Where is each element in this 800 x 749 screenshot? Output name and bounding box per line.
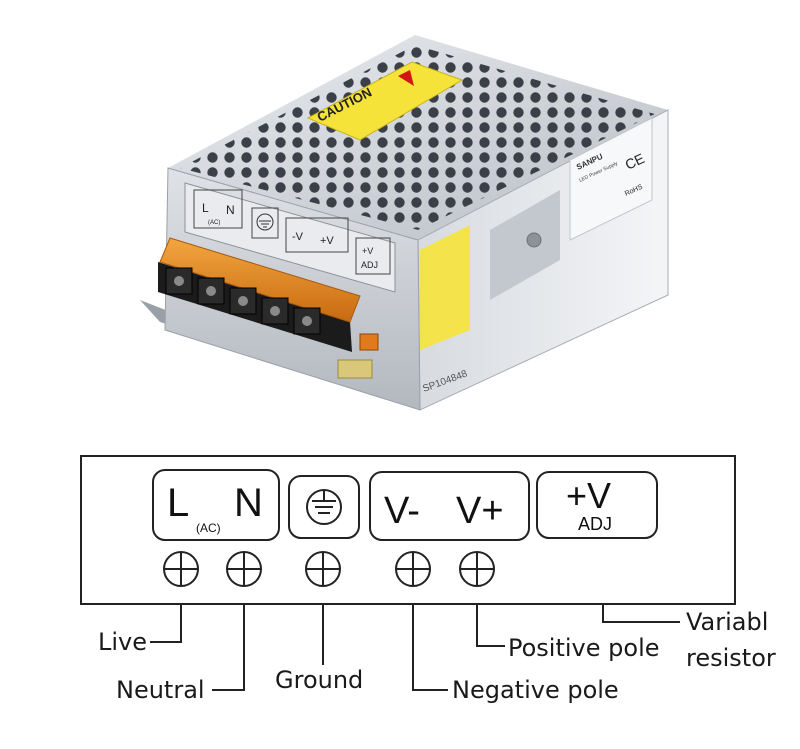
wiring-diagram: L N (AC) V- V+ +V ADJ (80, 455, 776, 704)
leader-positive (476, 604, 505, 647)
terminal-panel-outline (80, 455, 736, 605)
terminal-screw-icon (270, 306, 280, 316)
leader-negative (412, 604, 448, 691)
callout-variable-line2: resistor (686, 644, 776, 672)
photo-ground-icon (251, 207, 279, 239)
callout-negative: Negative pole (452, 676, 619, 704)
label-v-minus: V- (384, 490, 420, 532)
photo-label-adj: ADJ (361, 260, 378, 270)
photo-label-l: L (202, 201, 209, 215)
ground-label-box (288, 475, 360, 539)
photo-label-adj-v: +V (362, 246, 373, 256)
power-supply-photo: CAUTION SANPU LED Power Supply CE RoHS L… (140, 35, 669, 411)
terminal-screw-icon (302, 316, 312, 326)
label-adj: ADJ (578, 514, 612, 534)
label-l: L (167, 481, 189, 525)
side-panel: SANPU LED Power Supply CE RoHS (417, 109, 669, 411)
terminal-screw-icon (206, 286, 216, 296)
terminal-ground-icon (305, 551, 341, 587)
front-panel: L N (AC) -V +V +V ADJ (158, 167, 469, 411)
photo-label-v-plus: +V (320, 235, 334, 247)
terminal-screw-icon (174, 276, 184, 286)
callout-variable-line1: Variabl (686, 608, 768, 636)
terminal-neutral-icon (226, 551, 262, 587)
terminal-block (158, 237, 379, 379)
callout-neutral: Neutral (116, 676, 205, 704)
terminal-screw-icon (238, 296, 248, 306)
terminal-label-box-adj: +V ADJ (355, 237, 391, 275)
ac-label-box (152, 469, 280, 541)
adj-label-box (536, 471, 658, 539)
mounting-screw-icon (526, 232, 542, 248)
terminal-label-box-ac: L N (AC) (193, 189, 243, 229)
leader-live (150, 604, 182, 643)
photo-label-v-minus: -V (292, 231, 304, 243)
leader-variable (602, 604, 680, 623)
callout-positive: Positive pole (508, 634, 660, 662)
label-adj-v: +V (566, 475, 611, 516)
label-n: N (234, 481, 263, 525)
terminal-label-box-dc: -V +V (285, 217, 349, 253)
photo-label-ac: (AC) (208, 220, 220, 226)
terminal-positive-icon (459, 551, 495, 587)
terminal-negative-icon (395, 551, 431, 587)
label-v-plus: V+ (456, 490, 504, 532)
top-cover (168, 35, 668, 240)
ground-symbol-icon (306, 489, 342, 525)
label-ac: (AC) (196, 521, 221, 535)
terminal-live-icon (163, 551, 199, 587)
adjust-potentiometer (359, 333, 379, 351)
photo-label-n: N (226, 203, 235, 217)
callout-live: Live (98, 628, 147, 656)
dc-label-box (369, 471, 530, 541)
ce-mark: CE (623, 150, 647, 173)
leader-neutral (212, 604, 245, 691)
callout-ground: Ground (275, 666, 363, 694)
